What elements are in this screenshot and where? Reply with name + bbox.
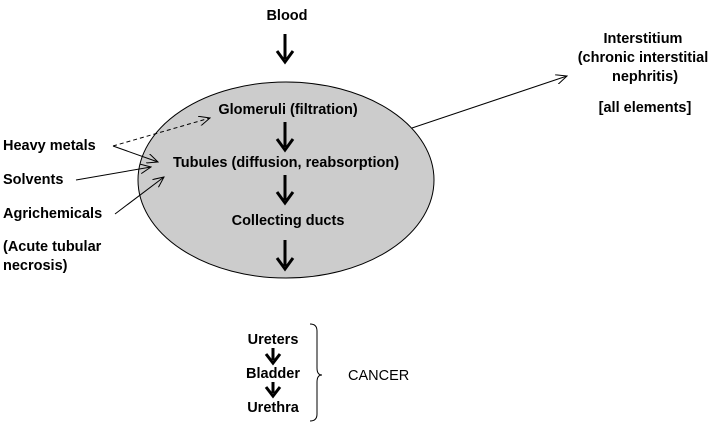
all-elements-label: [all elements] bbox=[599, 100, 692, 116]
arrow-agrichemicals-tubules bbox=[114, 177, 164, 215]
flow-arrow-tubules-collecting bbox=[275, 175, 295, 206]
heavy-metals-label: Heavy metals bbox=[3, 138, 96, 154]
arrow-solvents-tubules bbox=[75, 167, 151, 181]
solvents-label: Solvents bbox=[3, 172, 63, 188]
arrow-heavy-metals-tubules bbox=[112, 145, 158, 162]
bladder-label: Bladder bbox=[246, 366, 300, 382]
collecting-ducts-label: Collecting ducts bbox=[232, 213, 345, 229]
acute-tubular-necrosis-label: (Acute tubular necrosis) bbox=[3, 239, 105, 274]
flow-arrow-bladder-urethra bbox=[264, 382, 282, 399]
tubules-label: Tubules (diffusion, reabsorption) bbox=[173, 155, 399, 171]
interstitium-label: Interstitium (chronic interstitial nephr… bbox=[578, 31, 713, 85]
flow-arrow-blood-glomeruli bbox=[275, 34, 295, 65]
flow-arrow-glomeruli-tubules bbox=[275, 122, 295, 153]
glomeruli-label: Glomeruli (filtration) bbox=[218, 102, 358, 118]
arrow-heavy-metals-glomeruli bbox=[112, 118, 210, 147]
urethra-label: Urethra bbox=[247, 400, 300, 416]
agrichemicals-label: Agrichemicals bbox=[3, 206, 102, 222]
flow-arrow-ureters-bladder bbox=[264, 348, 282, 366]
curly-brace bbox=[309, 323, 323, 422]
flow-arrow-collecting-exit bbox=[275, 240, 295, 272]
ureters-label: Ureters bbox=[248, 332, 299, 348]
blood-label: Blood bbox=[266, 8, 307, 24]
cancer-label: CANCER bbox=[348, 368, 409, 384]
arrow-to-interstitium bbox=[411, 76, 567, 129]
